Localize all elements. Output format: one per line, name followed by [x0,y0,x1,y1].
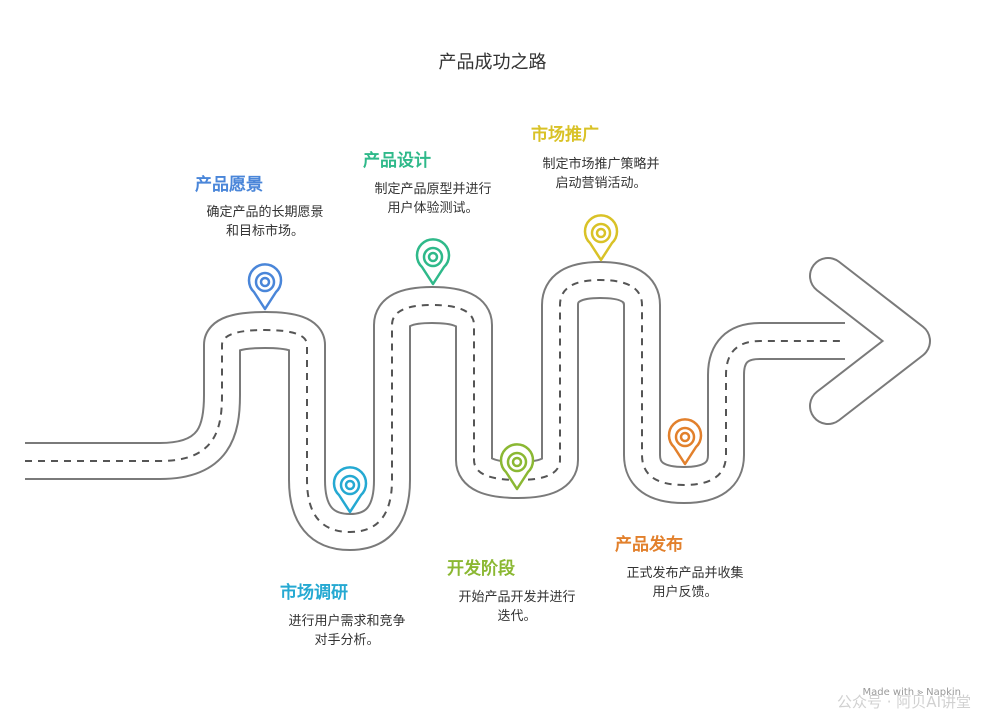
location-pin-icon [332,466,368,514]
stage-desc-line: 制定产品原型并进行 [374,182,492,197]
stage-desc-design: 制定产品原型并进行 用户体验测试。 [358,180,508,218]
stage-desc-dev: 开始产品开发并进行 迭代。 [442,588,592,626]
location-pin-icon [247,263,283,311]
stage-desc-vision: 确定产品的长期愿景 和目标市场。 [190,203,340,241]
stage-desc-line: 制定市场推广策略并 [542,157,660,172]
stage-desc-promo: 制定市场推广策略并 启动营销活动。 [526,155,676,193]
stage-desc-line: 用户体验测试。 [387,201,479,216]
stage-desc-line: 对手分析。 [314,633,380,648]
stage-desc-line: 用户反馈。 [652,585,718,600]
stage-title-design: 产品设计 [363,151,431,171]
stage-desc-line: 确定产品的长期愿景 [206,205,324,220]
location-pin-icon [667,418,703,466]
location-pin-icon [415,238,451,286]
stage-title-vision: 产品愿景 [195,175,263,195]
stage-desc-line: 启动营销活动。 [555,176,647,191]
stage-desc-research: 进行用户需求和竞争 对手分析。 [272,612,422,650]
location-pin-icon [583,214,619,262]
page-title: 产品成功之路 [438,52,547,73]
stage-desc-line: 正式发布产品并收集 [626,566,744,581]
stage-title-promo: 市场推广 [531,125,599,145]
stage-title-research: 市场调研 [280,583,348,603]
road-path [25,261,845,551]
watermark: 公众号 · 阿贝AI讲堂 [837,693,971,711]
location-pin-icon [499,443,535,491]
stage-desc-line: 和目标市场。 [225,224,304,239]
stage-desc-launch: 正式发布产品并收集 用户反馈。 [610,564,760,602]
stage-title-dev: 开发阶段 [447,559,515,579]
arrow-head-icon [809,257,931,425]
location-pins [247,214,703,514]
stage-desc-line: 开始产品开发并进行 [458,590,576,605]
stage-desc-line: 进行用户需求和竞争 [288,614,406,629]
made-with-credit: Made with ⪢ Napkin [862,687,961,698]
stage-desc-line: 迭代。 [497,609,537,624]
stage-title-launch: 产品发布 [615,535,683,555]
